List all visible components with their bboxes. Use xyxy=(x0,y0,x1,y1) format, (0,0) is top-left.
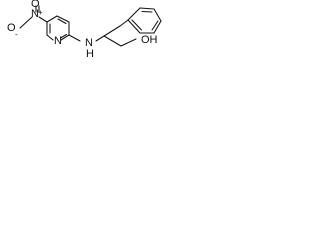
benzene-double-bond-3 xyxy=(131,19,143,31)
ring-bond-c5-c4 xyxy=(46,15,58,23)
benzene-bond-3 xyxy=(153,8,162,22)
nitro-minus-charge: - xyxy=(15,30,18,39)
ring-double-bond-c2-n1 xyxy=(59,33,68,39)
nitro-n-o-bond xyxy=(19,16,33,29)
ring-double-bond-c4-c3 xyxy=(57,18,67,25)
benzene-bond-4 xyxy=(153,20,162,34)
ring-to-amine-bond xyxy=(68,34,81,42)
molecule-diagram: O - N + O N N H OH xyxy=(0,0,166,90)
benzene-bond-6 xyxy=(127,19,141,34)
nitro-oxygen-left-label: O xyxy=(7,22,16,34)
chiral-to-ch2oh-bond xyxy=(103,35,122,47)
nitro-nitrogen-label: N xyxy=(31,8,39,20)
amine-nitrogen-label: N xyxy=(85,37,93,49)
ring-bond-c2-n1 xyxy=(60,34,70,41)
chiral-to-ch2-bond xyxy=(103,25,121,37)
benzene-double-bond-1 xyxy=(141,10,153,13)
nitro-oxygen-top-label: O xyxy=(31,0,40,10)
amine-hydrogen-label: H xyxy=(86,48,94,60)
pyridine-nitrogen-label: N xyxy=(54,35,62,47)
ch2-to-phenyl-bond xyxy=(119,19,129,27)
nitro-attachment-bond xyxy=(38,16,48,23)
benzene-bond-1 xyxy=(127,7,141,21)
ch2-to-oh-bond xyxy=(120,38,137,47)
benzene-double-bond-2 xyxy=(151,20,159,31)
molecule-structure: O - N + O N N H OH xyxy=(7,0,162,60)
ring-bond-c4-c3 xyxy=(56,15,70,23)
amine-to-chiral-bond xyxy=(95,35,105,42)
nitro-plus-charge: + xyxy=(38,8,43,17)
hydroxyl-label: OH xyxy=(141,34,158,46)
ring-bond-n1-c6 xyxy=(46,34,54,41)
benzene-bond-2 xyxy=(139,7,155,10)
